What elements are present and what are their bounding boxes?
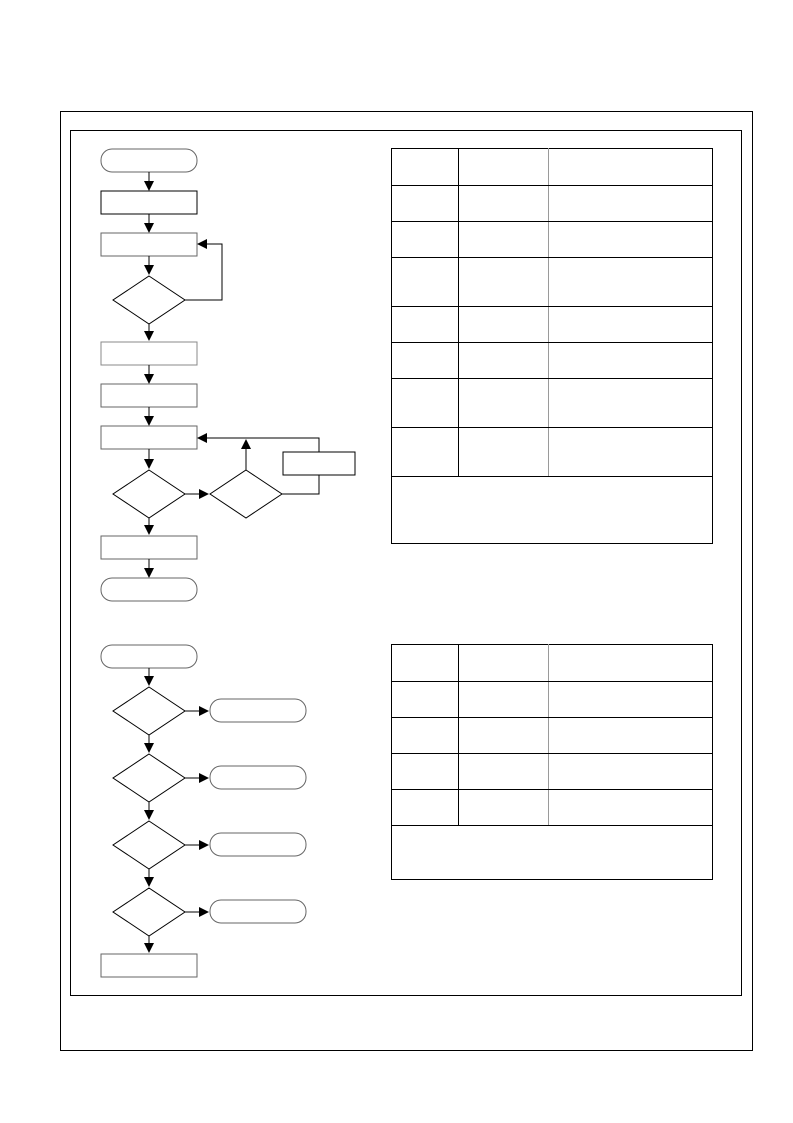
table-cell <box>548 753 713 790</box>
table-cell <box>458 185 549 222</box>
flowchart-1 <box>100 148 356 602</box>
table-cell <box>458 717 549 754</box>
table-cell <box>458 753 549 790</box>
table-cell <box>548 257 713 307</box>
fc1-decision-3 <box>209 469 283 519</box>
table-2-header-cell <box>548 644 713 682</box>
table-1-header-cell <box>458 148 549 186</box>
table-cell <box>548 221 713 258</box>
fc2-final-step <box>100 953 198 978</box>
table-cell <box>548 789 713 826</box>
table-1-header-cell <box>548 148 713 186</box>
table-cell <box>458 257 549 307</box>
outer-frame <box>60 111 753 1051</box>
table-cell <box>548 378 713 428</box>
table-cell <box>391 221 459 258</box>
fc2-out-1 <box>209 698 307 723</box>
table-cell <box>391 257 459 307</box>
fc2-decision-3 <box>112 820 186 870</box>
table-row <box>391 717 713 754</box>
table-1-note-row <box>391 476 713 544</box>
table-cell <box>548 681 713 718</box>
table-row <box>391 342 713 379</box>
table-2-note-row <box>391 825 713 880</box>
fc2-start-terminator <box>100 644 198 669</box>
table-1-note <box>391 476 713 544</box>
table-row <box>391 221 713 258</box>
table-row <box>391 681 713 718</box>
table-row <box>391 789 713 826</box>
fc2-decision-2 <box>112 753 186 803</box>
fc1-decision-2 <box>112 469 186 519</box>
fc1-end-terminator <box>100 577 198 602</box>
table-2-note <box>391 825 713 880</box>
table-cell <box>391 306 459 343</box>
table-cell <box>391 681 459 718</box>
table-cell <box>391 378 459 428</box>
table-2-header-cell <box>391 644 459 682</box>
table-cell <box>391 789 459 826</box>
table-1 <box>391 148 713 544</box>
table-row <box>391 753 713 790</box>
table-2 <box>391 644 713 880</box>
fc1-step-2 <box>100 232 198 257</box>
table-row <box>391 185 713 222</box>
fc2-decision-4 <box>112 887 186 937</box>
table-cell <box>458 378 549 428</box>
table-cell <box>391 427 459 477</box>
table-cell <box>391 185 459 222</box>
table-cell <box>458 789 549 826</box>
fc2-out-2 <box>209 765 307 790</box>
table-cell <box>458 306 549 343</box>
table-cell <box>458 427 549 477</box>
table-cell <box>548 717 713 754</box>
table-2-header-cell <box>458 644 549 682</box>
table-1-header-cell <box>391 148 459 186</box>
table-cell <box>458 342 549 379</box>
table-2-header-row <box>391 644 713 682</box>
table-row <box>391 306 713 343</box>
fc1-step-5 <box>100 425 198 450</box>
fc1-loop-back-to-step5 <box>197 433 320 452</box>
fc2-out-3 <box>209 832 307 857</box>
table-1-header-row <box>391 148 713 186</box>
fc1-loop-decision1-to-step2 <box>185 239 223 301</box>
fc1-step-4 <box>100 383 198 408</box>
table-row <box>391 427 713 477</box>
flowchart-2 <box>100 644 307 978</box>
table-cell <box>458 221 549 258</box>
table-cell <box>458 681 549 718</box>
fc1-line-decision3-to-side-step <box>282 475 320 495</box>
table-cell <box>548 427 713 477</box>
fc2-out-4 <box>209 899 307 924</box>
fc2-decision-1 <box>112 686 186 736</box>
table-cell <box>391 717 459 754</box>
table-cell <box>391 753 459 790</box>
fc1-step-3 <box>100 341 198 366</box>
inner-frame <box>70 130 742 996</box>
table-row <box>391 378 713 428</box>
table-row <box>391 257 713 307</box>
fc1-side-step <box>282 451 356 476</box>
fc1-decision-1 <box>112 275 186 325</box>
table-cell <box>548 306 713 343</box>
fc1-start-terminator <box>100 148 198 173</box>
table-cell <box>391 342 459 379</box>
fc1-step-6 <box>100 535 198 560</box>
table-cell <box>548 342 713 379</box>
table-cell <box>548 185 713 222</box>
fc1-step-1 <box>100 190 198 215</box>
